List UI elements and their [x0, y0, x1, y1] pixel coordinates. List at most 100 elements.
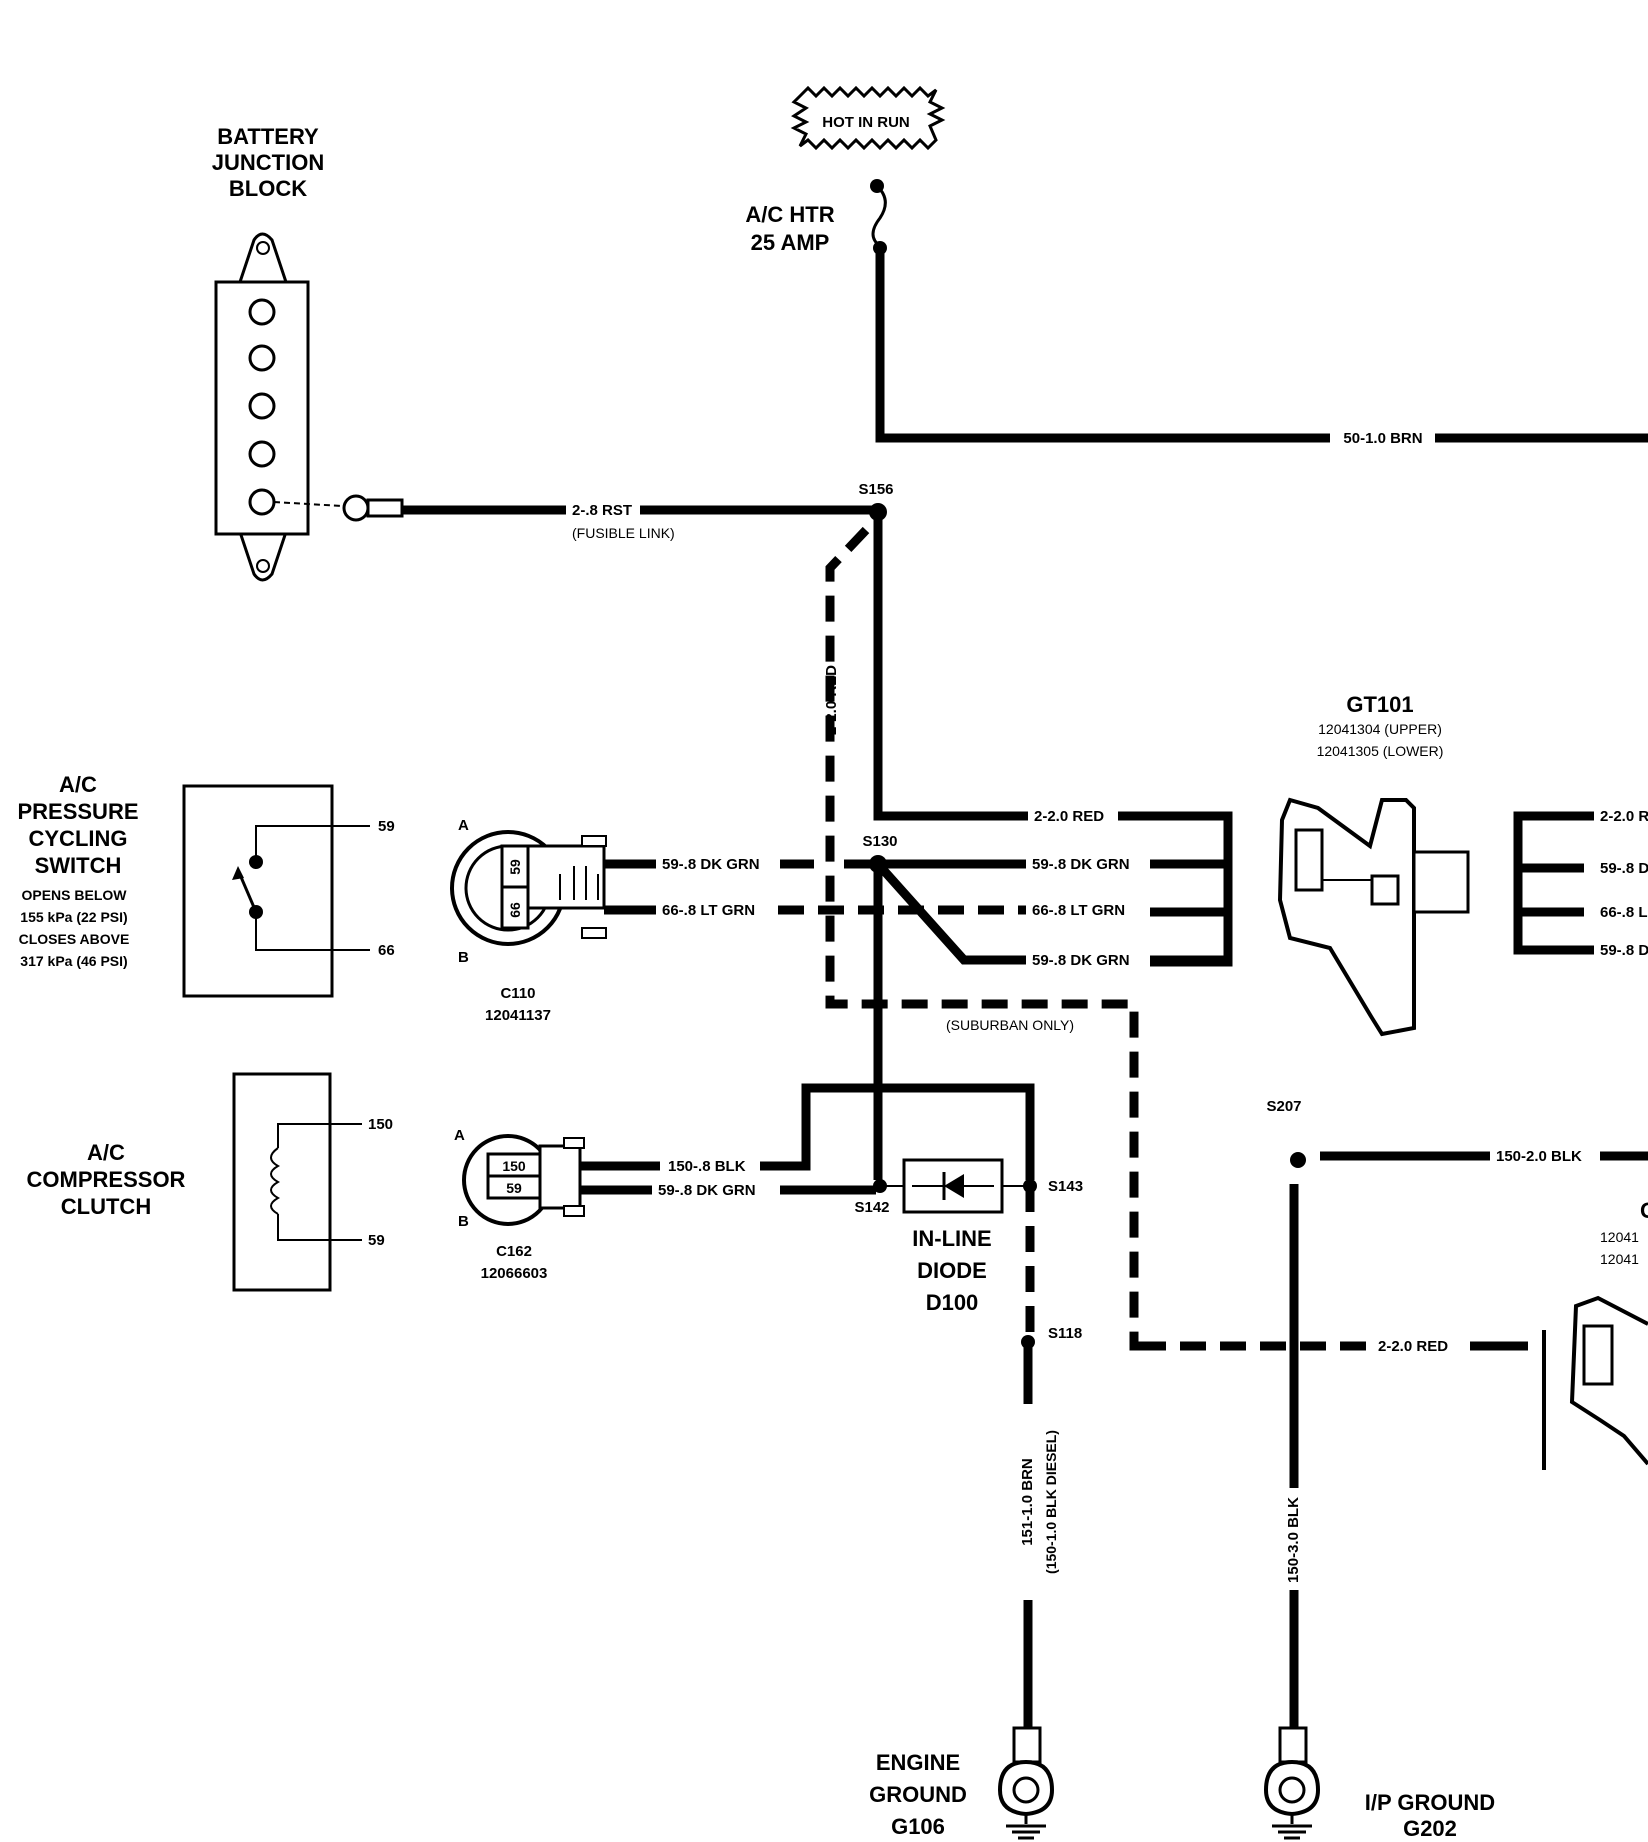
- ip-ground-lug: [1263, 1759, 1321, 1817]
- feed-wires: 2-2.0 RED 2-2.0 RED (SUBURBAN ONLY): [823, 512, 1233, 1351]
- label-2-red-lower: 2-2.0 RED: [1378, 1338, 1448, 1355]
- wire-2-red-dashed: [825, 526, 1162, 1351]
- splice-s118-label: S118: [1048, 1325, 1082, 1342]
- gt101-slot: [1294, 828, 1324, 892]
- clutch-pin-59: 59: [368, 1232, 385, 1249]
- bjb-label-2: JUNCTION: [212, 150, 324, 175]
- switch-pin-59: 59: [378, 818, 395, 835]
- bjb-terminal-3: [248, 392, 276, 420]
- bjb-top-tab: [237, 232, 289, 284]
- bjb-terminal-1: [248, 298, 276, 326]
- label-right-red: 2-2.0 R: [1600, 808, 1648, 825]
- gt101-part-lower: 12041305 (LOWER): [1317, 743, 1444, 759]
- engine-ground-label-2: GROUND: [869, 1782, 967, 1807]
- splice-s207-dot: [1290, 1152, 1306, 1168]
- c162-cav-59: 59: [506, 1180, 522, 1196]
- bjb-bottom-hole: [256, 559, 270, 573]
- switch-label-4: SWITCH: [35, 853, 122, 878]
- fuse-element: [871, 184, 887, 248]
- gt101-name: GT101: [1346, 692, 1413, 717]
- label-150-3-blk: 150-3.0 BLK: [1285, 1497, 1302, 1583]
- gt101-key: [1370, 874, 1400, 906]
- c162-body: [538, 1144, 582, 1210]
- c110-cav-59: 59: [507, 859, 523, 875]
- gt101-mate-partial: 2-2.0 R 59-.8 D 66-.8 L 59-.8 D: [1513, 808, 1648, 959]
- wire-2-red-to-gt: [873, 512, 1028, 821]
- diode-label-3: D100: [926, 1290, 979, 1315]
- wire-59-dkgrn-diag: [874, 860, 1026, 965]
- label-66-ltgrn-gt: 66-.8 LT GRN: [1032, 902, 1125, 919]
- switch-lead-top: [255, 825, 370, 862]
- fuse-label-2: 25 AMP: [751, 230, 830, 255]
- right-connector-slot: [1582, 1324, 1614, 1386]
- switch-arrow: [232, 866, 244, 880]
- clutch-pin-150: 150: [368, 1116, 393, 1133]
- clutch-label-3: CLUTCH: [61, 1194, 151, 1219]
- diode-label-2: DIODE: [917, 1258, 987, 1283]
- fuse-label-1: A/C HTR: [745, 202, 834, 227]
- engine-ground-hole: [1012, 1776, 1040, 1804]
- clutch-label-1: A/C: [87, 1140, 125, 1165]
- connector-c110: 59 66 A B C110 12041137: [450, 817, 607, 1024]
- c162-pin-a: A: [454, 1127, 465, 1144]
- label-right-ltgrn: 66-.8 L: [1600, 904, 1648, 921]
- gt101-part-upper: 12041304 (UPPER): [1318, 721, 1442, 737]
- c162-latch-bottom: [563, 1205, 585, 1217]
- bjb-bottom-tab: [237, 530, 289, 582]
- switch-contact-top: [249, 855, 263, 869]
- label-right-dkgrn2: 59-.8 D: [1600, 942, 1648, 959]
- bjb-terminal-2: [248, 344, 276, 372]
- pressure-cycling-switch: A/C PRESSURE CYCLING SWITCH OPENS BELOW …: [17, 772, 395, 998]
- right-partial-title: G: [1640, 1198, 1648, 1223]
- hot-in-run-banner: [790, 85, 946, 151]
- engine-ground-lug: [997, 1759, 1055, 1817]
- bjb-top-hole: [256, 241, 270, 255]
- gt101-plug: [1412, 850, 1470, 914]
- bjb-body: [214, 280, 310, 536]
- ip-ground-label-2: G202: [1403, 1816, 1457, 1841]
- top-wires: 50-1.0 BRN 2-.8 RST (FUSIBLE LINK) S156: [402, 250, 1648, 541]
- switch-label-2: PRESSURE: [17, 799, 138, 824]
- splice-s207-label: S207: [1266, 1098, 1301, 1115]
- ip-ground-hole: [1278, 1776, 1306, 1804]
- c162-part: 12066603: [481, 1265, 548, 1282]
- splice-s156-label: S156: [858, 481, 893, 498]
- c110-name: C110: [500, 985, 535, 1002]
- clutch-lead-top: [277, 1123, 362, 1148]
- ip-ground-label-1: I/P GROUND: [1365, 1790, 1495, 1815]
- c110-glyph: [559, 866, 599, 900]
- ip-ground: I/P GROUND G202: [1263, 1726, 1495, 1841]
- label-50-brn: 50-1.0 BRN: [1343, 430, 1422, 447]
- c110-body: [526, 844, 606, 910]
- wire-gt-bracket: [1118, 811, 1233, 967]
- label-66-ltgrn-left: 66-.8 LT GRN: [662, 902, 755, 919]
- label-right-dkgrn1: 59-.8 D: [1600, 860, 1648, 877]
- label-150-blk-diesel: (150-1.0 BLK DIESEL): [1043, 1430, 1059, 1574]
- label-150-2-blk: 150-2.0 BLK: [1496, 1148, 1582, 1165]
- label-suburban-only: (SUBURBAN ONLY): [946, 1017, 1074, 1033]
- wire-right-bracket: [1513, 811, 1594, 955]
- c110-part: 12041137: [485, 1007, 551, 1024]
- engine-ground: ENGINE GROUND G106: [869, 1726, 1055, 1840]
- switch-pin-66: 66: [378, 942, 395, 959]
- splice-s143-label: S143: [1048, 1178, 1083, 1195]
- connector-gt101: GT101 12041304 (UPPER) 12041305 (LOWER): [1277, 692, 1470, 1037]
- ring-terminal-crimp: [366, 498, 404, 518]
- hot-in-run-label: HOT IN RUN: [822, 114, 910, 131]
- engine-ground-label-1: ENGINE: [876, 1750, 960, 1775]
- label-59-dkgrn-gt1: 59-.8 DK GRN: [1032, 856, 1130, 873]
- splice-s130-label: S130: [862, 833, 897, 850]
- right-partial-part1: 12041: [1600, 1229, 1639, 1245]
- clutch-coil: [270, 1147, 281, 1215]
- engine-ground-crimp: [1012, 1726, 1042, 1764]
- c110-pin-b: B: [458, 949, 469, 966]
- bjb-terminal-4: [248, 440, 276, 468]
- clutch-label-2: COMPRESSOR: [27, 1167, 186, 1192]
- clutch-circuit: 150-.8 BLK 59-.8 DK GRN S142 IN-LINE DIO…: [580, 1083, 1083, 1730]
- c162-name: C162: [496, 1243, 532, 1260]
- label-2-red-gt: 2-2.0 RED: [1034, 808, 1104, 825]
- c162-pin-b: B: [458, 1213, 469, 1230]
- c110-latch-bottom: [581, 927, 607, 939]
- label-2-rst: 2-.8 RST: [572, 502, 632, 519]
